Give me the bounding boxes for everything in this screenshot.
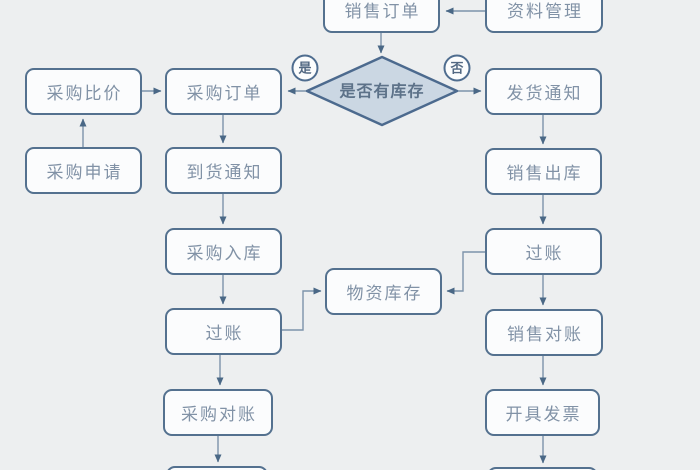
node-purchase-order: 采购订单 (165, 68, 282, 115)
node-posting-right: 过账 (485, 228, 602, 275)
node-purchase-reconciliation: 采购对账 (163, 389, 273, 436)
node-sales-reconciliation-label: 销售对账 (507, 325, 583, 344)
node-purchase-compare-label: 采购比价 (46, 84, 123, 103)
node-purchase-inbound-label: 采购入库 (186, 244, 263, 263)
node-sales-outbound-label: 销售出库 (506, 164, 583, 183)
node-data-management-label: 资料管理 (507, 2, 583, 21)
connector-posting-right-to-inventory (446, 251, 485, 295)
no-branch-label: 否 (449, 61, 463, 76)
node-purchase-reconciliation-label: 采购对账 (181, 405, 257, 424)
node-arrival-notice: 到货通知 (165, 147, 282, 194)
connector-posting-left-to-inventory (282, 287, 322, 331)
node-purchase-inbound: 采购入库 (165, 228, 282, 275)
node-arrival-notice-label: 到货通知 (186, 163, 263, 182)
node-purchase-request: 采购申请 (25, 147, 142, 194)
node-sales-order-label: 销售订单 (344, 2, 421, 21)
decision-diamond (305, 55, 459, 127)
node-purchase-order-label: 采购订单 (186, 84, 263, 103)
no-branch-circle (443, 54, 471, 82)
node-sales-outbound: 销售出库 (485, 148, 602, 195)
node-delivery-notice: 发货通知 (485, 68, 602, 115)
node-invoice-issue: 开具发票 (485, 389, 600, 436)
node-sales-reconciliation: 销售对账 (485, 309, 603, 356)
node-material-inventory: 物资库存 (325, 268, 442, 315)
node-purchase-compare: 采购比价 (25, 68, 142, 115)
node-posting-right-label: 过账 (525, 244, 564, 263)
node-data-management: 资料管理 (485, 0, 603, 33)
decision-label: 是否有库存 (338, 82, 424, 101)
node-posting-left: 过账 (165, 308, 282, 355)
node-sales-order: 销售订单 (323, 0, 440, 33)
node-material-inventory-label: 物资库存 (346, 284, 423, 303)
node-delivery-notice-label: 发货通知 (506, 84, 583, 103)
node-purchase-request-label: 采购申请 (46, 163, 123, 182)
yes-branch-label: 是 (297, 61, 312, 76)
node-posting-left-label: 过账 (205, 324, 244, 343)
node-invoice-issue-label: 开具发票 (505, 405, 582, 424)
yes-branch-circle (291, 54, 319, 82)
node-next-step-left-clipped (166, 466, 268, 470)
